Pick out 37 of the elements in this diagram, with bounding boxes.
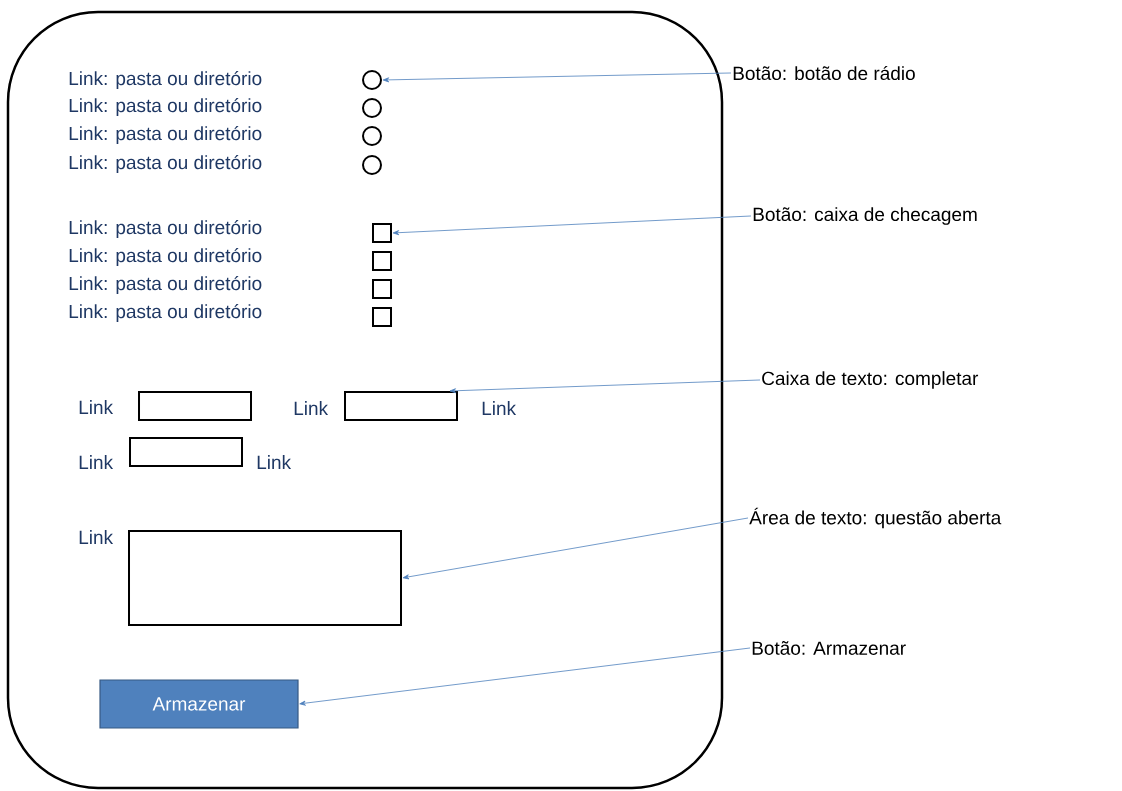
link-text: Link: pasta ou diretório (69, 276, 262, 294)
link-text: Link (257, 455, 292, 469)
link-text: Link: pasta ou diretório (69, 126, 262, 144)
arrow (392, 215, 752, 236)
link-text: Link: pasta ou diretório (69, 155, 262, 173)
annotation-text: Botão: Armazenar (752, 641, 906, 655)
arrow (382, 72, 732, 83)
checkbox (372, 251, 392, 271)
text-field (138, 391, 252, 421)
radio-button (362, 155, 382, 175)
text-field (344, 391, 458, 421)
link-text: Link: pasta ou diretório (69, 248, 262, 266)
annotation-text: Botão: caixa de checagem (753, 207, 977, 225)
link-text: Link: pasta ou diretório (69, 220, 262, 238)
arrow (299, 647, 751, 706)
checkbox (372, 307, 392, 327)
text-area (128, 530, 402, 626)
text-field (129, 437, 243, 467)
arrow (449, 379, 761, 394)
radio-button (362, 126, 382, 146)
link-text: Link: pasta ou diretório (69, 71, 262, 89)
checkbox (372, 223, 392, 243)
radio-button (362, 70, 382, 90)
link-text: Link (79, 455, 114, 469)
link-text: Link (294, 401, 329, 415)
save-button: Armazenar (99, 679, 299, 729)
checkbox (372, 279, 392, 299)
form-frame (6, 10, 724, 790)
annotation-text: Botão: botão de rádio (733, 65, 915, 81)
annotation-text: Área de texto: questão aberta (749, 507, 1002, 529)
link-text: Link (79, 400, 114, 414)
annotation-text: Caixa de texto: completar (762, 371, 979, 389)
link-text: Link: pasta ou diretório (69, 304, 262, 322)
radio-button (362, 98, 382, 118)
arrow (402, 517, 749, 580)
link-text: Link (482, 401, 517, 415)
link-text: Link: pasta ou diretório (69, 98, 262, 116)
